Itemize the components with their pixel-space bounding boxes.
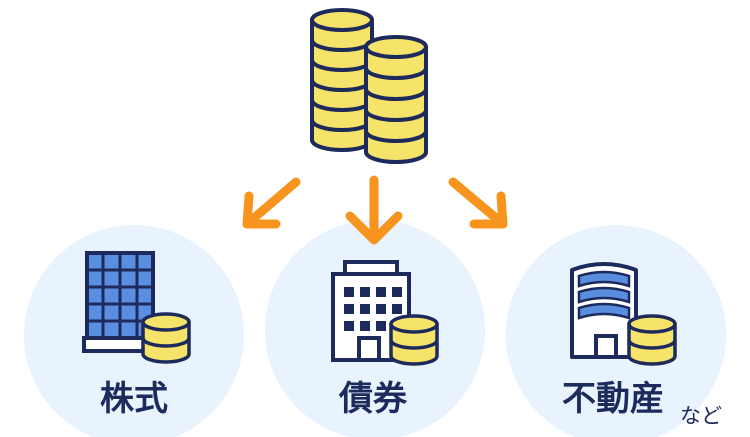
label-real-estate: 不動産 [562,379,664,419]
arrow-to-bonds-icon [345,175,403,245]
label-bonds: 債券 [338,379,408,419]
arrow-to-real-estate-icon [448,177,508,229]
label-stocks: 株式 [100,379,168,419]
coin-stack-bonds-icon [389,314,439,366]
arrow-to-stocks-icon [242,177,301,229]
money-coin-stack-icon [310,8,428,164]
label-etc: など [680,404,722,428]
coin-stack-stocks-icon [141,312,191,364]
coin-stack-real-estate-icon [627,314,677,366]
apartment-building-icon [570,262,638,359]
